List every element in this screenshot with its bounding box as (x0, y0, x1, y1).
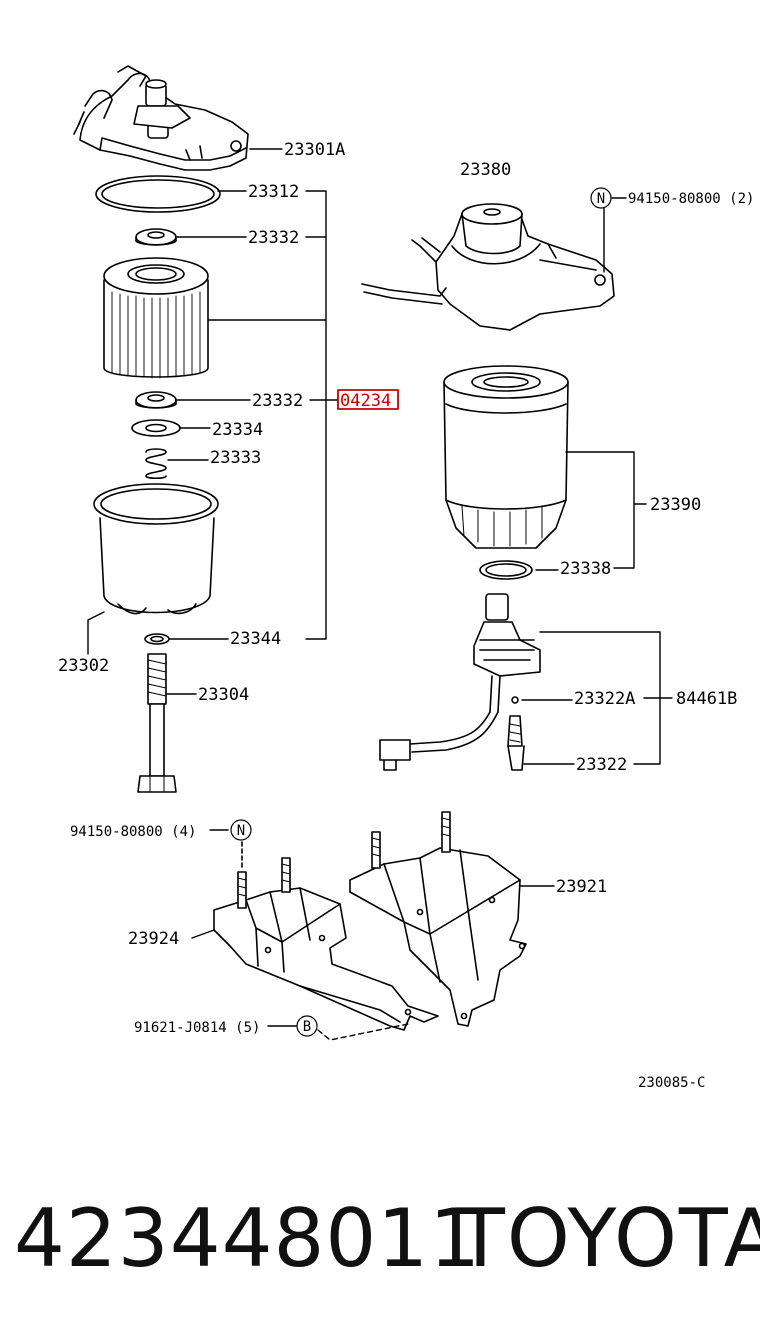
filter-element-drawing (103, 257, 209, 379)
spring-drawing (145, 448, 167, 480)
label-23338: 23338 (560, 559, 611, 579)
label-23333: 23333 (210, 448, 261, 468)
label-23332-lower: 23332 (252, 391, 303, 411)
label-23344: 23344 (230, 629, 281, 649)
o-ring-drawing (95, 175, 221, 213)
sensor-assembly-drawing (379, 593, 541, 771)
label-23924: 23924 (128, 929, 179, 949)
label-23380: 23380 (460, 160, 511, 180)
label-23390: 23390 (650, 495, 701, 515)
gasket-upper-drawing (135, 228, 177, 246)
part-number-caption: 423448011 (14, 1192, 482, 1285)
label-23301A: 23301A (284, 140, 345, 160)
highlight-box (337, 389, 399, 410)
label-23322: 23322 (576, 755, 627, 775)
label-23312: 23312 (248, 182, 299, 202)
label-04234: 04234 (340, 391, 391, 411)
gasket-right-drawing (479, 560, 533, 580)
figure-code: 230085-C (638, 1075, 705, 1091)
label-23334: 23334 (212, 420, 263, 440)
small-ring-drawing (144, 633, 170, 645)
label-23332-upper: 23332 (248, 228, 299, 248)
label-84461B: 84461B (676, 689, 737, 709)
marker-n-circle-upper (590, 187, 612, 209)
filter-head-drawing (73, 65, 249, 171)
center-bolt-drawing (137, 653, 177, 793)
label-94150-80800-2: 94150-80800 (2) (628, 191, 754, 207)
leader-lines (87, 148, 673, 1041)
label-94150-80800-4: 94150-80800 (4) (70, 824, 196, 840)
label-23302: 23302 (58, 656, 109, 676)
label-23304: 23304 (198, 685, 249, 705)
marker-b: B (303, 1019, 311, 1035)
stud-bolts-left-drawing (237, 841, 291, 909)
marker-b-circle (296, 1015, 318, 1037)
stud-bolts-right-drawing (371, 811, 451, 869)
spin-on-filter-drawing (443, 365, 569, 549)
marker-n-upper: N (597, 191, 605, 207)
label-23921: 23921 (556, 877, 607, 897)
right-filter-head-drawing (361, 203, 615, 331)
filter-case-drawing (93, 483, 219, 615)
bracket-left-drawing (213, 887, 439, 1031)
brand-caption: TOYOTA (456, 1192, 760, 1285)
label-91621-J0814-5: 91621-J0814 (5) (134, 1020, 260, 1036)
gasket-lower-drawing (135, 391, 177, 409)
marker-n-lower: N (237, 823, 245, 839)
label-23322A: 23322A (574, 689, 635, 709)
washer-drawing (131, 419, 181, 437)
marker-n-circle-lower (230, 819, 252, 841)
